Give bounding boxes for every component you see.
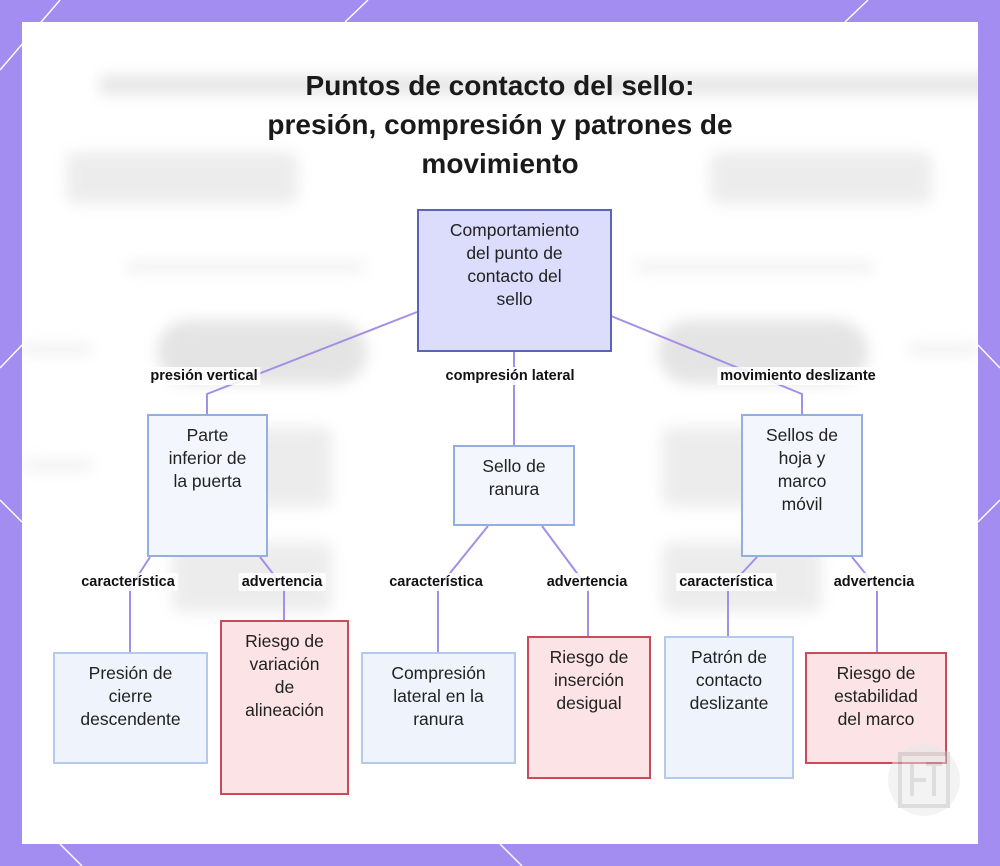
edge-root-to-door-bottom: [206, 311, 418, 414]
edge-label-groove-warning: advertencia: [543, 573, 631, 591]
groove-warning-line-1: Riesgo de: [549, 647, 629, 667]
sash-frame-line-2: hoja y: [778, 448, 826, 468]
edge-label-groove-feature: característica: [386, 573, 486, 591]
groove-feature-line-1: Compresión: [391, 663, 486, 683]
door-feature-line-1: Presión de: [88, 663, 173, 683]
root-node-line-3: contacto del: [467, 266, 562, 286]
groove-warning-line-3: desigual: [556, 693, 622, 713]
door-bottom-line-1: Parte: [186, 425, 229, 445]
root-node-line-1: Comportamiento: [449, 220, 580, 240]
door-warning-line-3: de: [274, 677, 295, 697]
edge-label-sash-warning: advertencia: [830, 573, 918, 591]
edge-sash-frame-to-warning: [851, 556, 878, 652]
door-warning-line-1: Riesgo de: [245, 631, 324, 651]
sash-feature-line-3: deslizante: [689, 693, 769, 713]
sash-feature-line-1: Patrón de: [691, 647, 767, 667]
title-line-2: presión, compresión y patrones de: [267, 109, 733, 140]
title-line-3: movimiento: [421, 148, 579, 179]
sash-warning-line-1: Riesgo de: [836, 663, 916, 683]
watermark-logo-icon: [888, 744, 960, 816]
sash-frame-line-4: móvil: [781, 494, 823, 514]
door-bottom-node: Parte inferior de la puerta: [147, 414, 268, 557]
door-warning-node: Riesgo de variación de alineación: [220, 620, 349, 795]
diagram-card: ▬▬▬▬▬▬▬▬▬▬▬▬▬▬ Puntos de contacto del se…: [22, 22, 978, 844]
edge-door-bottom-to-feature: [129, 556, 151, 652]
title-line-1: Puntos de contacto del sello:: [305, 70, 695, 101]
sash-warning-line-2: estabilidad: [834, 686, 918, 706]
root-node: Comportamiento del punto de contacto del…: [417, 209, 612, 352]
door-bottom-line-2: inferior de: [168, 448, 247, 468]
door-warning-line-4: alineación: [245, 700, 324, 720]
edge-label-lateral-compression: compresión lateral: [442, 367, 578, 385]
groove-warning-node: Riesgo de inserción desigual: [527, 636, 651, 779]
edge-label-door-warning: advertencia: [238, 573, 326, 591]
sash-frame-line-3: marco: [777, 471, 827, 491]
groove-feature-line-2: lateral en la: [393, 686, 484, 706]
groove-seal-line-2: ranura: [488, 479, 540, 499]
door-feature-node: Presión de cierre descendente: [53, 652, 208, 764]
root-node-line-2: del punto de: [466, 243, 563, 263]
edge-label-sliding-movement: movimiento deslizante: [717, 367, 879, 385]
root-node-line-4: sello: [496, 289, 533, 309]
edge-label-vertical-pressure: presión vertical: [147, 367, 261, 385]
groove-seal-node: Sello de ranura: [453, 445, 575, 526]
door-warning-line-2: variación: [249, 654, 320, 674]
groove-feature-node: Compresión lateral en la ranura: [361, 652, 516, 764]
door-feature-line-3: descendente: [80, 709, 181, 729]
groove-feature-line-3: ranura: [413, 709, 464, 729]
door-feature-line-2: cierre: [108, 686, 153, 706]
sash-warning-node: Riesgo de estabilidad del marco: [805, 652, 947, 764]
sash-frame-line-1: Sellos de: [766, 425, 838, 445]
diagram-title: Puntos de contacto del sello: presión, c…: [222, 66, 778, 183]
edge-sash-frame-to-feature: [727, 556, 758, 636]
groove-seal-line-1: Sello de: [482, 456, 546, 476]
sash-feature-node: Patrón de contacto deslizante: [664, 636, 794, 779]
sash-warning-line-3: del marco: [837, 709, 915, 729]
edge-root-to-sash-frame: [610, 315, 803, 414]
groove-warning-line-2: inserción: [553, 670, 625, 690]
door-bottom-line-3: la puerta: [173, 471, 242, 491]
edge-label-door-feature: característica: [78, 573, 178, 591]
sash-feature-line-2: contacto: [695, 670, 763, 690]
sash-frame-node: Sellos de hoja y marco móvil: [741, 414, 863, 557]
edge-label-sash-feature: característica: [676, 573, 776, 591]
